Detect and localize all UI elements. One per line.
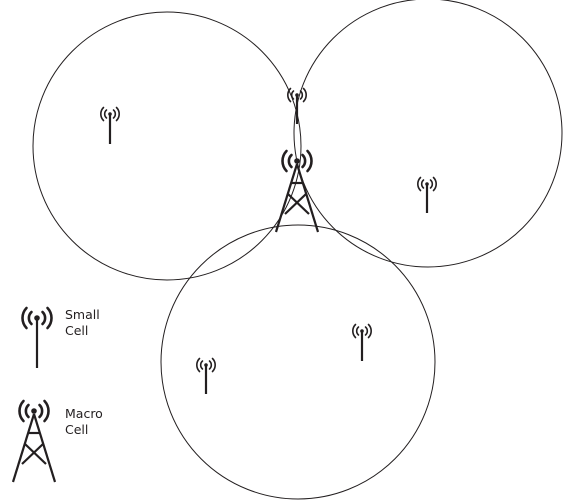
small-cell-antenna-icon: [287, 87, 307, 124]
macro-cell-tower-icon: [274, 149, 320, 233]
legend-small-cell-label: Small Cell: [65, 307, 100, 339]
small-cell-antenna-icon: [196, 357, 216, 394]
legend-macro-cell-label: Macro Cell: [65, 406, 103, 438]
legend-small-cell-icon: [21, 306, 53, 368]
small-cell-antenna-icon: [352, 323, 372, 361]
coverage-circle-left: [32, 11, 302, 281]
small-cell-antenna-icon: [417, 176, 437, 213]
legend-small-cell-label-line1: Small: [65, 307, 100, 322]
coverage-circle-right: [293, 0, 563, 268]
small-cell-antenna-icon: [100, 106, 120, 144]
legend-small-cell-label-line2: Cell: [65, 323, 89, 338]
coverage-circle-bottom: [160, 224, 436, 500]
legend-macro-cell-label-line1: Macro: [65, 406, 103, 421]
legend-macro-cell-icon: [11, 399, 57, 483]
legend-macro-cell-label-line2: Cell: [65, 422, 89, 437]
